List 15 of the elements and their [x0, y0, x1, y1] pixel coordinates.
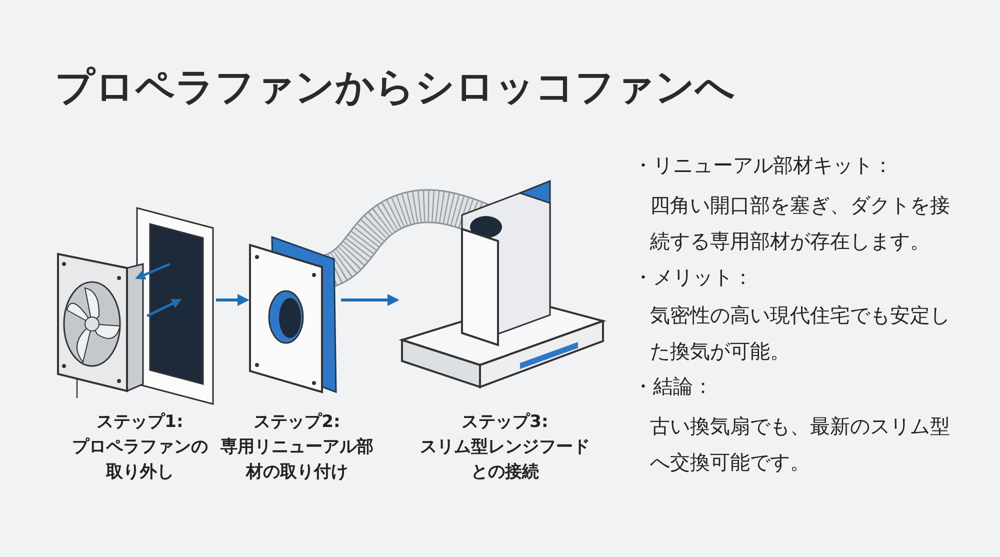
step-caption: 専用リニューアル部材の取り付け	[220, 436, 374, 484]
bullet-text: 気密性の高い現代住宅でも安定した換気が可能。	[650, 302, 951, 365]
bullet-heading: ・リニューアル部材キット：	[633, 152, 894, 179]
arrow	[216, 294, 250, 306]
step-caption: スリム型レンジフードとの接続	[420, 436, 590, 484]
arrow	[341, 294, 400, 306]
bullet-text: 古い換気扇でも、最新のスリム型へ交換可能です。	[650, 413, 951, 476]
step-heading: ステップ1:	[96, 411, 184, 434]
bullet-heading: ・結論：	[633, 373, 714, 400]
step-caption: プロペラファンの取り外し	[71, 436, 209, 484]
step-heading: ステップ2:	[252, 411, 342, 434]
bullet-heading: ・メリット：	[633, 264, 754, 291]
step-heading: ステップ3:	[460, 411, 550, 434]
title: プロペラファンからシロッコファンへ	[55, 64, 735, 112]
bullet-text: 四角い開口部を塞ぎ、ダクトを接続する専用部材が存在します。	[650, 192, 951, 255]
